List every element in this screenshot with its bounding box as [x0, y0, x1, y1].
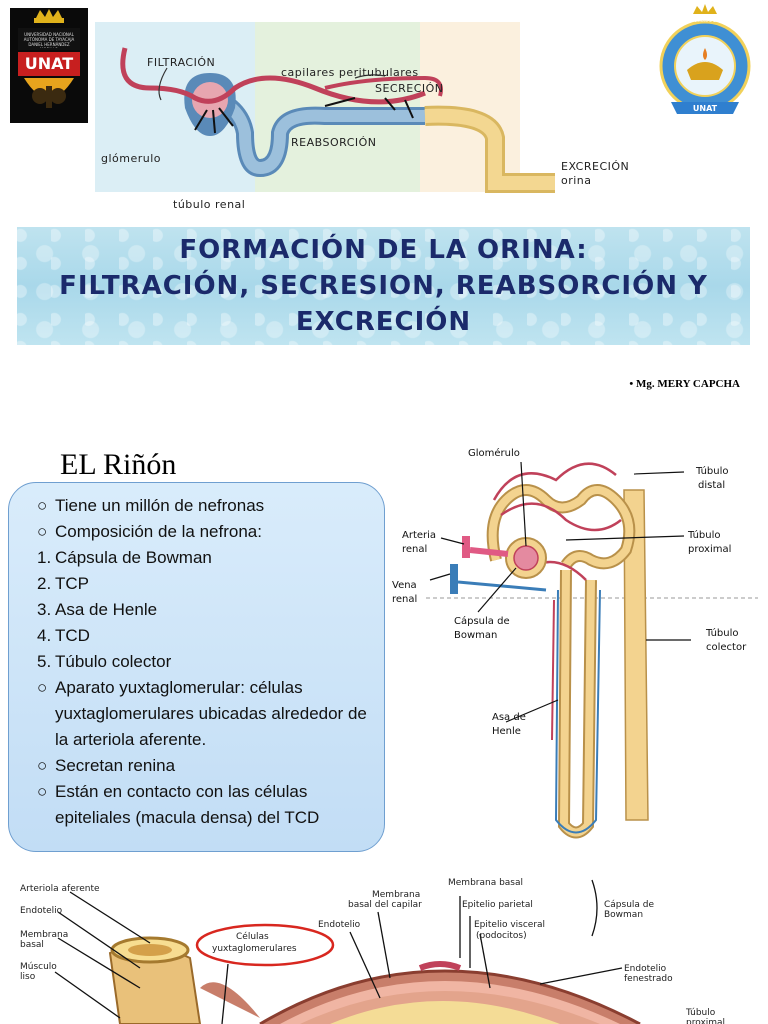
- nephron-label-arteria-2: renal: [402, 544, 428, 555]
- nephron-label-capsula-2: Bowman: [454, 630, 498, 641]
- nephron-label-colector-1: Túbulo: [706, 628, 739, 639]
- jg-label-endotelio-fen-1: Endotelio: [624, 964, 667, 974]
- list-marker: 4.: [37, 626, 52, 645]
- list-item-text: Aparato yuxtaglomerular: células yuxtagl…: [55, 678, 367, 749]
- nephron-label-vena-1: Vena: [392, 580, 417, 591]
- jg-label-celulas-2: yuxtaglomerulares: [212, 944, 297, 954]
- jg-label-membrana-capilar-1: Membrana: [372, 890, 421, 900]
- jg-label-epitelio-visceral-2: (podocitos): [476, 931, 527, 941]
- nephron-label-arteria-1: Arteria: [402, 530, 437, 541]
- list-item-text: Están en contacto con las células epitel…: [55, 782, 320, 827]
- jg-label-arteriola: Arteriola aferente: [20, 884, 100, 894]
- info-list-item: 3.Asa de Henle: [37, 597, 377, 623]
- jg-label-membrana-basal-top: Membrana basal: [448, 878, 524, 888]
- nephron-label-glomerulo: Glomérulo: [468, 448, 520, 459]
- nephron-label-distal-1: Túbulo: [696, 466, 729, 477]
- info-list-item: 1.Cápsula de Bowman: [37, 545, 377, 571]
- list-marker: ○: [37, 756, 48, 775]
- jg-label-endotelio-fen-2: fenestrado: [624, 974, 673, 984]
- nephron-label-proximal-1: Túbulo: [688, 530, 721, 541]
- info-list-item: ○ Están en contacto con las células epite…: [37, 779, 377, 831]
- kidney-info-box: ○ Tiene un millón de nefronas ○ Composición…: [8, 482, 385, 852]
- list-marker: 1.: [37, 548, 52, 567]
- label-excrecion: EXCRECIÓN: [561, 160, 630, 173]
- jg-label-epitelio-visceral-1: Epitelio visceral: [474, 920, 546, 930]
- label-glomerulo: glómerulo: [101, 152, 162, 165]
- list-item-text: Secretan renina: [55, 756, 176, 775]
- label-capilares: capilares peritubulares: [281, 66, 419, 79]
- unat-logo-right-text: UNAT: [692, 104, 718, 113]
- list-item-text: Composición de la nefrona:: [55, 522, 262, 541]
- nephron-label-proximal-2: proximal: [688, 544, 732, 555]
- urine-formation-diagram: FILTRACIÓN capilares peritubulares SECRE…: [95, 18, 675, 218]
- list-item-text: Asa de Henle: [55, 600, 158, 619]
- list-item-text: Túbulo colector: [55, 652, 172, 671]
- unat-logo-right: ESCUELA PROFESIONAL DE ENFERMERÍA UNAT: [657, 4, 753, 126]
- title-line-3: EXCRECIÓN: [295, 307, 472, 337]
- unat-logo-left: UNIVERSIDAD NACIONAL AUTÓNOMA DE TAYACAJ…: [10, 8, 88, 123]
- jg-label-membrana-basal-2: basal: [20, 940, 44, 950]
- title-line-2: FILTRACIÓN, SECRESION, REABSORCIÓN Y: [59, 271, 708, 301]
- jg-label-capsula-1: Cápsula de: [604, 900, 655, 910]
- nephron-label-vena-2: renal: [392, 594, 418, 605]
- list-marker: ○: [37, 782, 48, 801]
- list-marker: 2.: [37, 574, 52, 593]
- juxtaglomerular-diagram: Arteriola aferente Endotelio Membrana ba…: [0, 868, 768, 1024]
- unat-logo-left-small: UNIVERSIDAD NACIONAL AUTÓNOMA DE TAYACAJ…: [23, 32, 75, 48]
- info-list-item: 2.TCP: [37, 571, 377, 597]
- list-item-text: TCP: [55, 574, 89, 593]
- info-list-item: ○ Secretan renina: [37, 753, 377, 779]
- kidney-info-list: ○ Tiene un millón de nefronas ○ Composición…: [37, 493, 377, 831]
- list-marker: 3.: [37, 600, 52, 619]
- jg-label-tubulo-1: Túbulo: [686, 1008, 716, 1018]
- nephron-label-asa-1: Asa de: [492, 712, 526, 723]
- unat-logo-left-text: UNAT: [24, 54, 74, 73]
- list-marker: ○: [37, 678, 48, 697]
- nephron-label-colector-2: colector: [706, 642, 747, 653]
- jg-label-celulas-1: Células: [236, 932, 269, 942]
- list-marker: ○: [37, 522, 48, 541]
- jg-label-capsula-2: Bowman: [604, 910, 644, 920]
- label-secrecion: SECRECIÓN: [375, 82, 444, 95]
- info-list-item: ○ Tiene un millón de nefronas: [37, 493, 377, 519]
- jg-label-tubulo-2: proximal: [686, 1018, 726, 1024]
- label-tubulo-renal: túbulo renal: [173, 198, 246, 211]
- jg-label-membrana-capilar-2: basal del capilar: [348, 900, 422, 910]
- jg-label-epitelio-parietal: Epitelio parietal: [462, 900, 533, 910]
- jg-label-musculo-1: Músculo: [20, 962, 57, 972]
- jg-label-endotelio-mid: Endotelio: [318, 920, 361, 930]
- nephron-diagram: Glomérulo Túbulo distal Arteria renal Tú…: [386, 440, 758, 840]
- jg-label-musculo-2: liso: [20, 972, 36, 982]
- nephron-label-asa-2: Henle: [492, 726, 521, 737]
- label-filtracion: FILTRACIÓN: [147, 56, 216, 69]
- info-list-item: ○ Composición de la nefrona:: [37, 519, 377, 545]
- jg-label-membrana-basal-1: Membrana: [20, 930, 69, 940]
- info-list-item: 4.TCD: [37, 623, 377, 649]
- info-list-item: 5.Túbulo colector: [37, 649, 377, 675]
- info-list-item: ○ Aparato yuxtaglomerular: células yuxtag…: [37, 675, 377, 753]
- title-line-1: FORMACIÓN DE LA ORINA:: [179, 235, 588, 265]
- label-orina: orina: [561, 174, 592, 187]
- nephron-label-distal-2: distal: [698, 480, 726, 491]
- list-item-text: Tiene un millón de nefronas: [55, 496, 265, 515]
- section-title: EL Riñón: [60, 448, 177, 481]
- title-banner: FORMACIÓN DE LA ORINA: FILTRACIÓN, SECRE…: [17, 227, 750, 345]
- author-credit: • Mg. MERY CAPCHA: [629, 378, 740, 390]
- list-marker: 5.: [37, 652, 52, 671]
- unat-logo-right-ring: ESCUELA PROFESIONAL DE ENFERMERÍA: [664, 18, 746, 23]
- list-marker: ○: [37, 496, 48, 515]
- nephron-label-capsula-1: Cápsula de: [454, 616, 510, 627]
- list-item-text: Cápsula de Bowman: [55, 548, 212, 567]
- list-item-text: TCD: [55, 626, 90, 645]
- jg-label-endotelio-left: Endotelio: [20, 906, 63, 916]
- label-reabsorcion: REABSORCIÓN: [291, 136, 377, 149]
